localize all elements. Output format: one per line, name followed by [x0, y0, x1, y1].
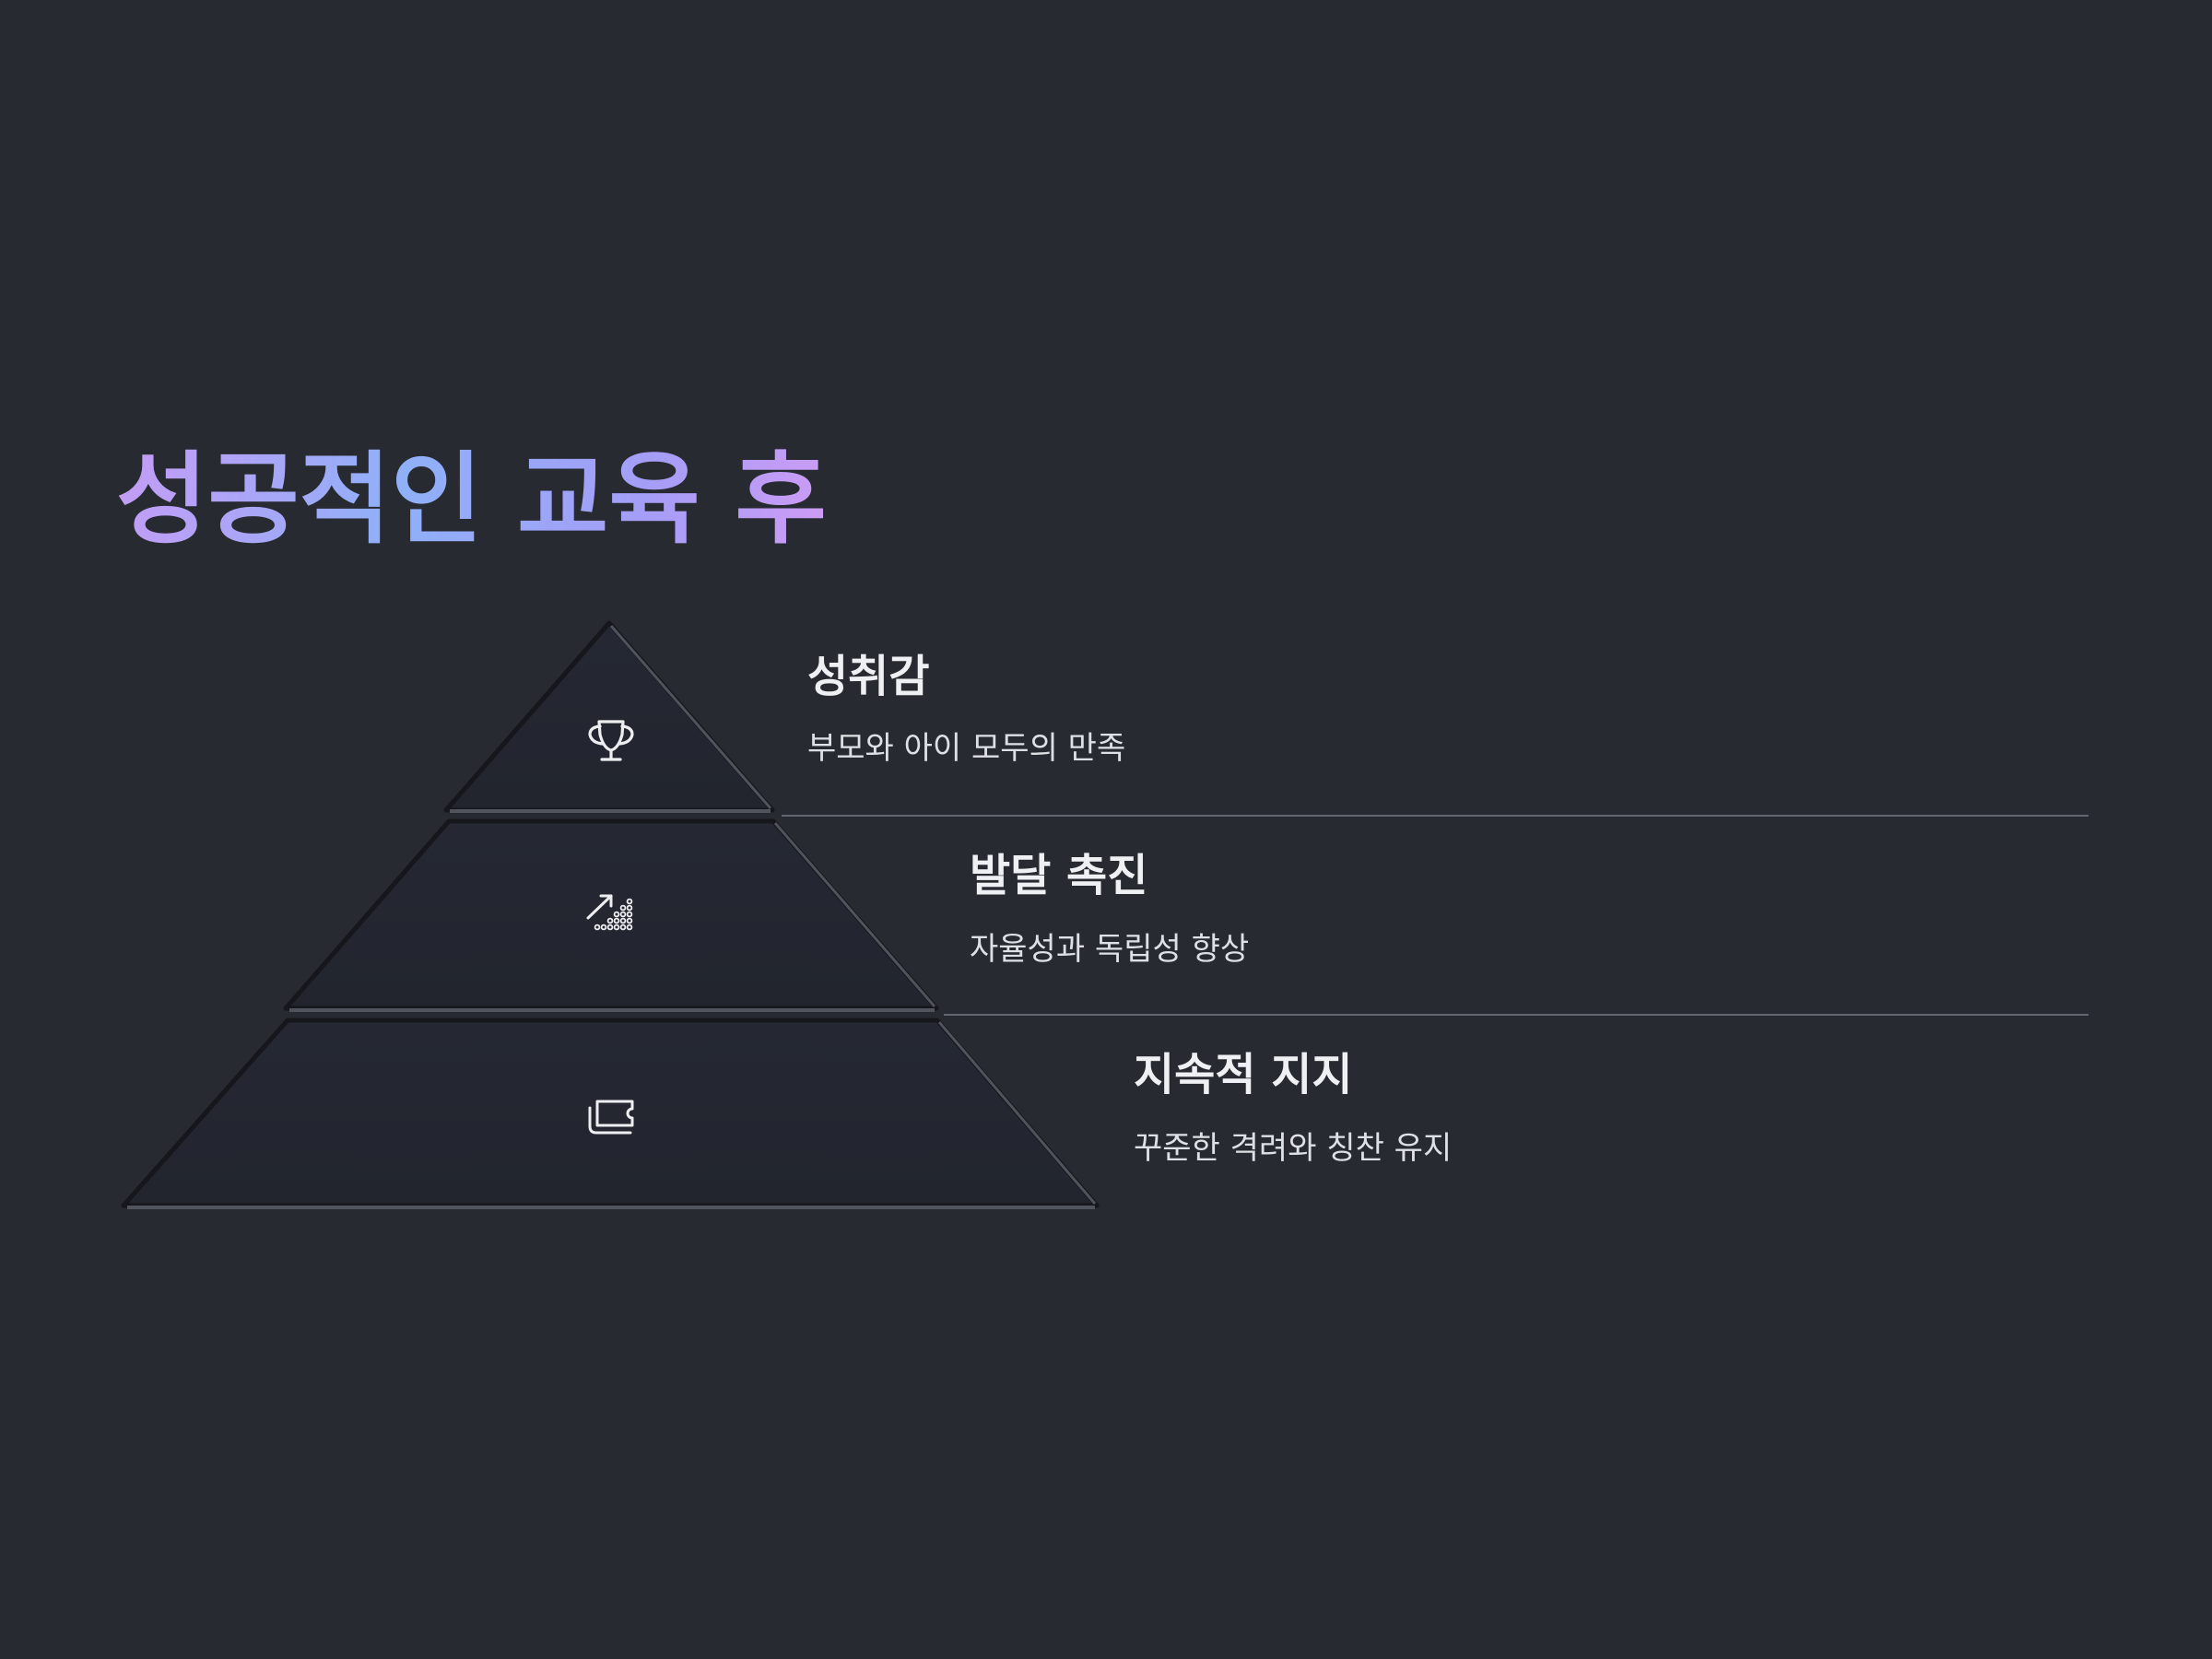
ticket-icon [588, 1100, 634, 1135]
level-description: 자율성과 독립성 향상 [970, 931, 1250, 968]
level-description: 꾸준한 격려와 칭찬 유지 [1134, 1130, 1453, 1167]
slide-title: 성공적인 교육 후 [116, 441, 827, 560]
divider [782, 815, 2088, 817]
growth-chart-icon [586, 894, 633, 931]
pyramid-layer-top [443, 620, 775, 813]
level-heading: 지속적 지지 [1134, 1049, 1353, 1100]
level-description: 부모와 아이 모두의 만족 [807, 730, 1126, 767]
divider [944, 1014, 2088, 1016]
trophy-icon [588, 720, 634, 761]
level-heading: 성취감 [807, 651, 930, 702]
level-heading: 발달 촉진 [970, 850, 1148, 901]
pyramid-layer-bottom [121, 1018, 1100, 1209]
pyramid-layer-middle [283, 818, 939, 1012]
